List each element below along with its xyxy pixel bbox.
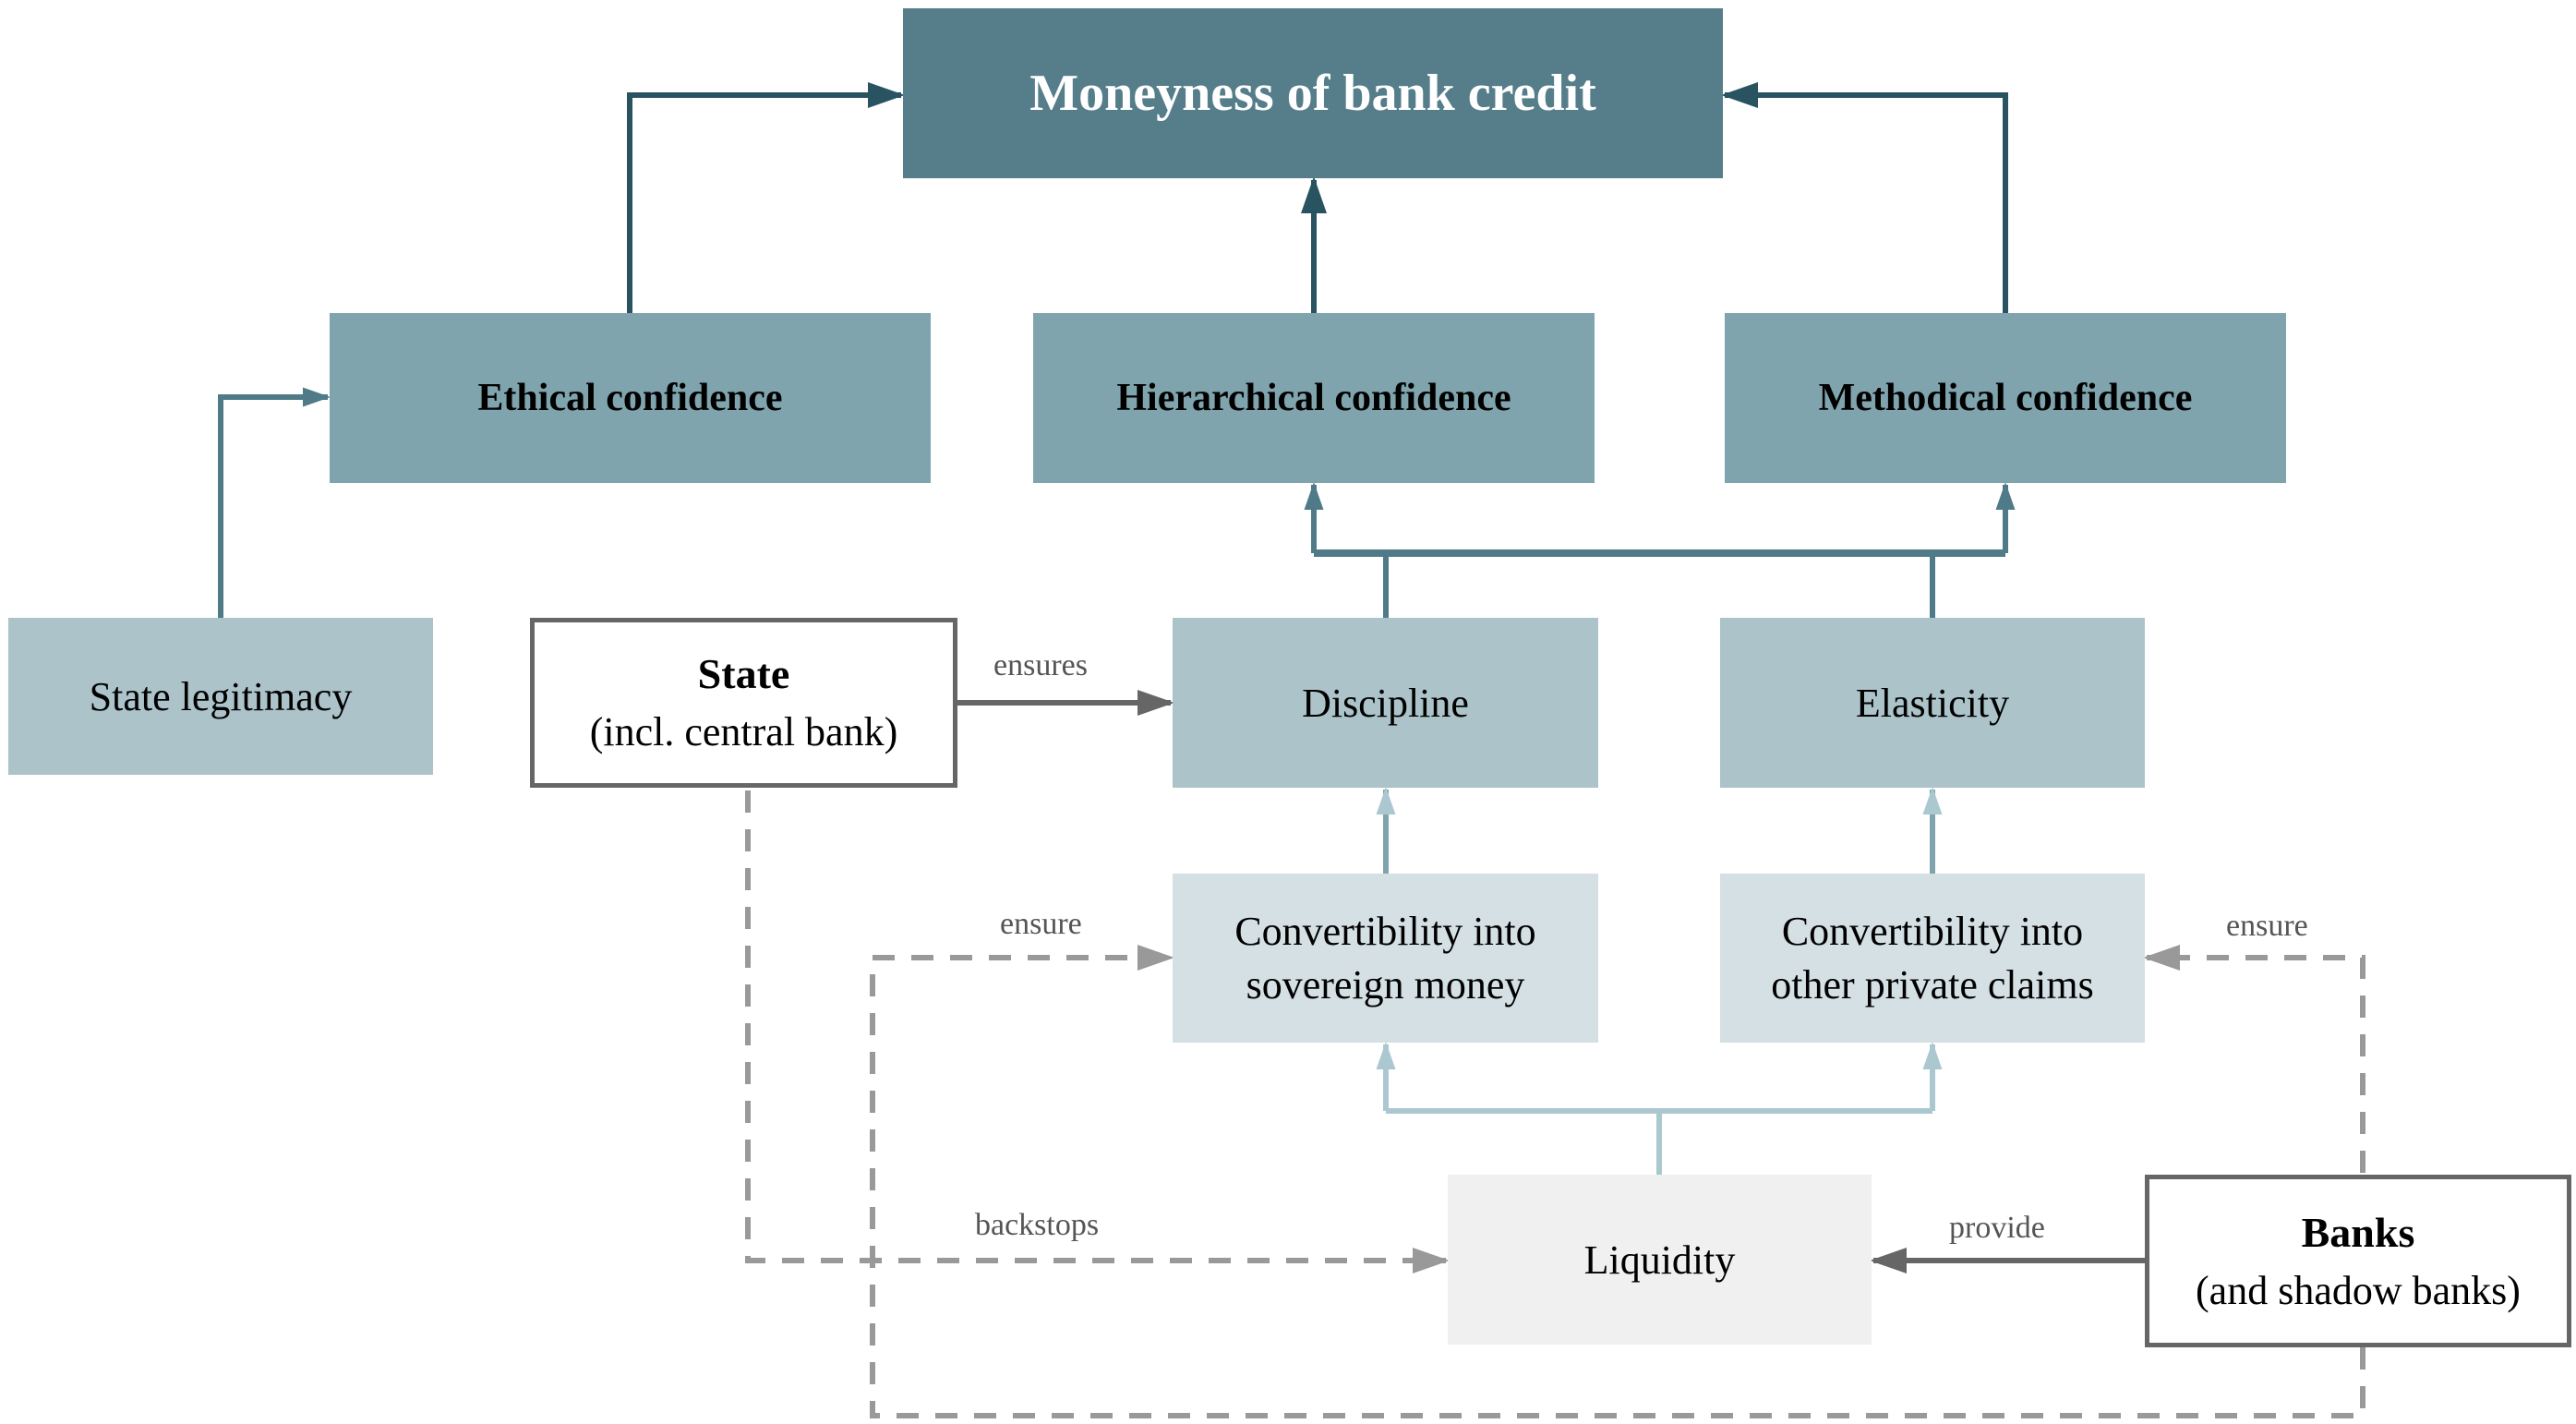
node-state-title: State (697, 650, 790, 697)
node-hierarchical-confidence: Hierarchical confidence (1033, 313, 1595, 483)
node-discipline: Discipline (1173, 618, 1598, 788)
node-moneyness: Moneyness of bank credit (903, 8, 1723, 178)
node-banks-subtitle: (and shadow banks) (2196, 1267, 2521, 1313)
node-liquidity-label: Liquidity (1583, 1237, 1736, 1283)
node-methodical-confidence-label: Methodical confidence (1818, 377, 2193, 419)
arrow-legitimacy-to-ethical (218, 387, 331, 618)
node-liquidity: Liquidity (1448, 1175, 1872, 1345)
node-convertibility-private: Convertibility into other private claims (1720, 874, 2145, 1043)
label-ensure-banks: ensure (2226, 909, 2308, 943)
node-banks-title: Banks (2301, 1208, 2415, 1256)
node-state: State (incl. central bank) (530, 618, 957, 788)
node-elasticity: Elasticity (1720, 618, 2145, 788)
label-provide: provide (1949, 1211, 2045, 1245)
node-state-legitimacy-label: State legitimacy (89, 673, 353, 719)
node-state-legitimacy: State legitimacy (8, 618, 433, 775)
node-ethical-confidence-label: Ethical confidence (477, 377, 783, 419)
arrow-state-ensure-convsov (870, 945, 2365, 1418)
label-backstops: backstops (975, 1208, 1100, 1242)
node-state-subtitle: (incl. central bank) (589, 709, 898, 755)
arrow-ethical-to-moneyness (627, 82, 905, 313)
node-discipline-label: Discipline (1302, 680, 1469, 726)
node-convertibility-sovereign-line1: Convertibility into (1234, 909, 1536, 955)
node-convertibility-sovereign: Convertibility into sovereign money (1173, 874, 1598, 1043)
node-ethical-confidence: Ethical confidence (330, 313, 931, 483)
node-banks: Banks (and shadow banks) (2145, 1175, 2571, 1347)
label-ensures: ensures (993, 648, 1088, 682)
node-elasticity-label: Elasticity (1855, 680, 2010, 726)
node-methodical-confidence: Methodical confidence (1725, 313, 2286, 483)
arrow-state-backstops-liquidity (745, 790, 1450, 1273)
node-convertibility-sovereign-line2: sovereign money (1246, 961, 1525, 1008)
arrow-methodical-to-moneyness (1721, 82, 2008, 313)
node-hierarchical-confidence-label: Hierarchical confidence (1116, 377, 1511, 419)
node-convertibility-private-line2: other private claims (1771, 961, 2094, 1008)
label-ensure-state: ensure (1000, 907, 1082, 941)
arrow-banks-ensure-convpriv (2143, 945, 2365, 1173)
node-moneyness-label: Moneyness of bank credit (1029, 65, 1596, 122)
node-convertibility-private-line1: Convertibility into (1781, 909, 2084, 955)
